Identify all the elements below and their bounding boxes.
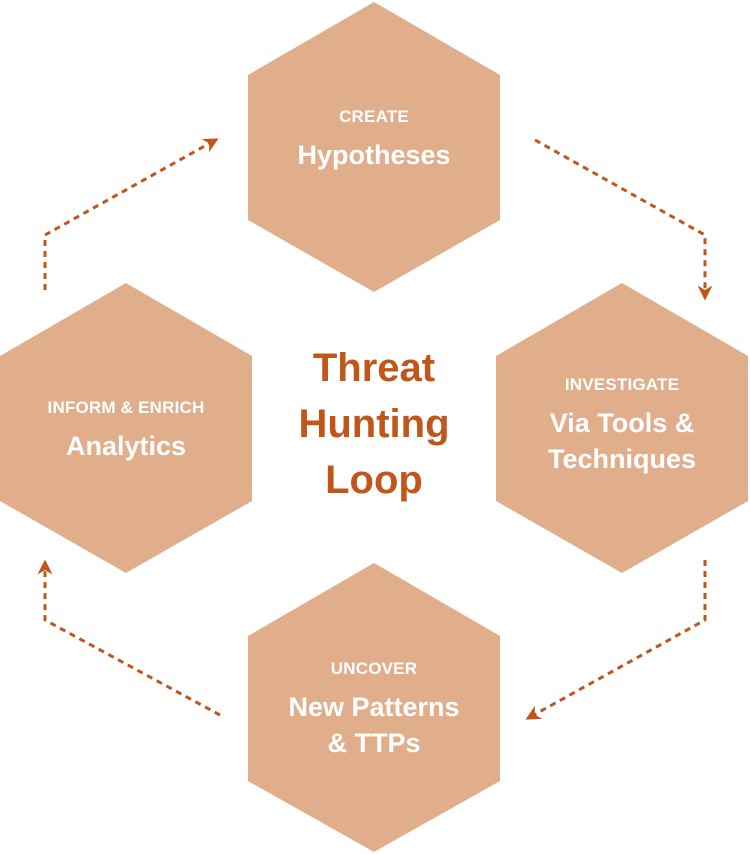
step-label: New Patterns & TTPs — [248, 689, 500, 761]
step-kicker: INFORM & ENRICH — [47, 398, 205, 417]
hex-uncover — [248, 563, 500, 852]
step-label-line: New Patterns — [288, 692, 460, 722]
title-line: Hunting — [298, 402, 450, 446]
step-label-line: & TTPs — [327, 728, 421, 758]
title-line: Loop — [325, 458, 423, 502]
arrow-inform-to-create — [43, 138, 219, 290]
step-kicker: UNCOVER — [330, 659, 418, 678]
step-label-line: Via Tools & — [549, 408, 695, 438]
step-label: Hypotheses — [297, 140, 451, 170]
step-label: Via Tools & Techniques — [496, 405, 748, 477]
hex-create — [248, 2, 500, 292]
step-label-line: Techniques — [547, 444, 697, 474]
step-kicker: CREATE — [339, 107, 409, 126]
arrow-create-to-investigate — [534, 138, 713, 301]
title-line: Threat — [312, 346, 436, 390]
step-uncover: UNCOVER New Patterns & TTPs — [248, 659, 500, 761]
hex-inform — [0, 283, 252, 573]
arrow-investigate-to-uncover — [525, 560, 707, 720]
arrow-uncover-to-inform — [37, 559, 221, 717]
step-inform: INFORM & ENRICH Analytics — [0, 398, 252, 464]
step-kicker: INVESTIGATE — [564, 375, 680, 394]
step-label: Analytics — [65, 431, 187, 461]
diagram-title: Threat Hunting Loop — [274, 340, 474, 508]
step-create: CREATE Hypotheses — [248, 107, 500, 173]
step-investigate: INVESTIGATE Via Tools & Techniques — [496, 375, 748, 477]
hex-investigate — [496, 283, 748, 573]
